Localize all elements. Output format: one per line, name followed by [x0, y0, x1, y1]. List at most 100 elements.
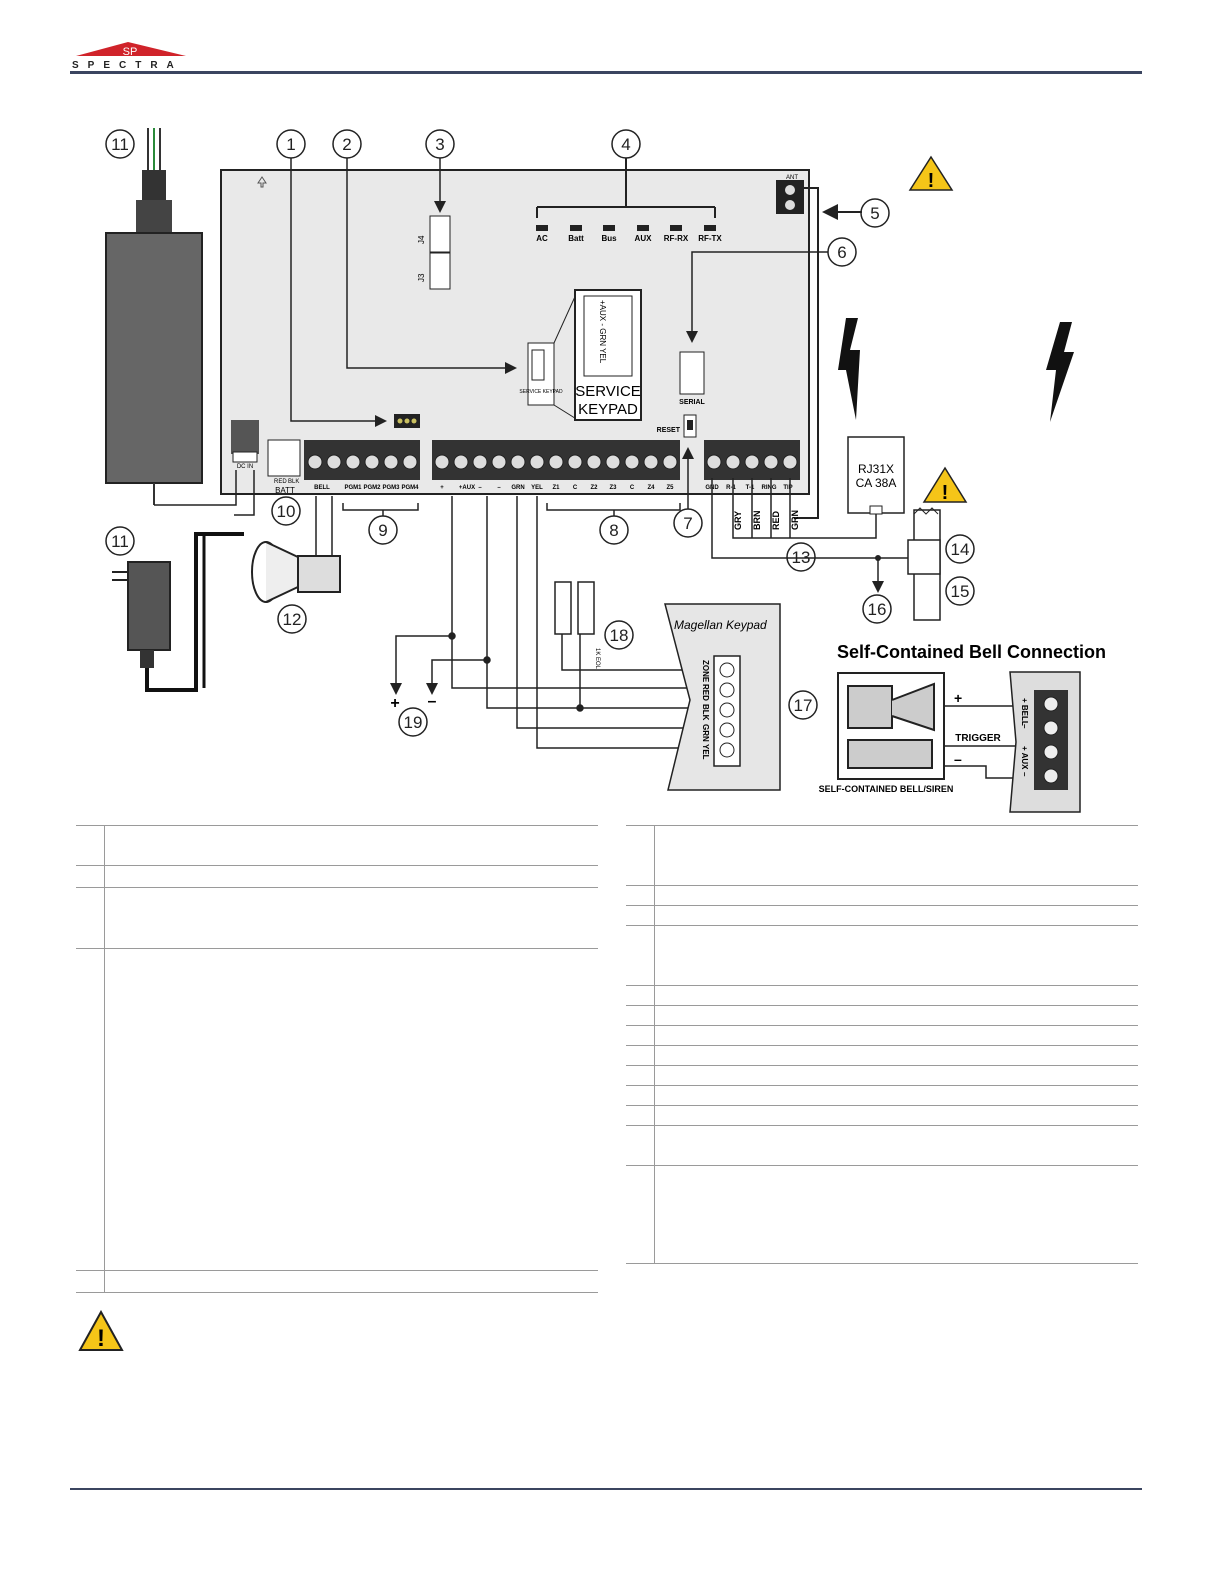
terminal-label: PGM1 — [344, 485, 362, 491]
eol-label: 1K EOL — [594, 648, 600, 670]
keypad-pin: YEL — [701, 744, 710, 760]
legend-table-right — [626, 825, 1138, 1264]
svg-text:!: ! — [942, 482, 949, 504]
keypad-pin: ZONE — [701, 660, 710, 683]
callout-11b: 11 — [111, 532, 129, 551]
terminal-label: Z1 — [552, 485, 560, 491]
batt-blk: BLK — [288, 479, 299, 485]
transformer — [105, 128, 203, 505]
keypad-pin: GRN — [701, 724, 710, 742]
warning-icon: ! — [908, 155, 954, 192]
terminal-label: RING — [762, 485, 777, 491]
battery-connector: RED BLK BATT — [267, 439, 301, 495]
terminal-label: BELL — [314, 485, 330, 491]
warning-icon: ! — [78, 1310, 124, 1352]
led-label: RF-RX — [664, 234, 689, 243]
self-contained-bell: Self-Contained Bell Connection SELF-CONT… — [819, 642, 1106, 813]
phone-wire: RED — [771, 510, 781, 530]
led-label: AUX — [635, 234, 653, 243]
bell-minus: – — [954, 751, 962, 767]
callout-17: 17 — [794, 696, 813, 715]
callout-10: 10 — [277, 502, 296, 521]
svg-text:!: ! — [928, 170, 935, 192]
terminal-label: Z2 — [590, 485, 598, 491]
phone-wire: GRN — [790, 510, 800, 530]
page-header: SP SPECTRA — [70, 42, 1142, 74]
phone-wire: BRN — [752, 511, 762, 531]
service-pins: +AUX - GRN YEL — [598, 300, 607, 364]
brackets — [342, 503, 681, 516]
footer-rule — [70, 1488, 1142, 1490]
keypad-pin: RED — [701, 684, 710, 701]
callout-14: 14 — [951, 540, 970, 559]
logo-mark: SP — [123, 46, 138, 58]
terminal-label: + — [440, 485, 444, 491]
header-rule — [70, 71, 1142, 74]
reset-label: RESET — [657, 427, 681, 434]
led-label: Bus — [601, 234, 617, 243]
bell-terminal: – — [1020, 724, 1029, 729]
plug-adapter — [112, 532, 244, 692]
terminal-label: T-1 — [746, 485, 755, 491]
bell-device-label: SELF-CONTAINED BELL/SIREN — [819, 784, 954, 794]
led-batt — [570, 225, 582, 231]
rj31x-label: RJ31X — [858, 462, 894, 476]
bell-plus: + — [954, 690, 962, 706]
terminal-label: Z3 — [609, 485, 617, 491]
led-aux — [637, 225, 649, 231]
led-label: Batt — [568, 234, 584, 243]
callout-6: 6 — [837, 243, 846, 262]
terminal-label: C — [573, 485, 578, 491]
spectra-logo: SP SPECTRA — [72, 42, 186, 71]
terminal-label: – — [478, 485, 482, 491]
service-small-label: SERVICE KEYPAD — [519, 389, 563, 395]
j4-label: J4 — [417, 235, 426, 244]
bell-section-title: Self-Contained Bell Connection — [837, 642, 1106, 662]
batt-label: BATT — [275, 486, 295, 495]
terminal-label: C — [630, 485, 635, 491]
phone-wire: GRY — [733, 511, 743, 530]
callout-3: 3 — [435, 135, 444, 154]
callout-7: 7 — [683, 514, 692, 533]
aux-minus: – — [428, 693, 437, 710]
service-keypad-line1: SERVICE — [575, 383, 641, 400]
led-label: AC — [536, 234, 548, 243]
terminal-label: TIP — [783, 485, 792, 491]
callout-19: 19 — [404, 713, 423, 732]
callout-8: 8 — [609, 521, 618, 540]
keypad-wiring — [390, 496, 690, 749]
callout-4: 4 — [621, 135, 630, 154]
callout-2: 2 — [342, 135, 351, 154]
terminal-label: YEL — [531, 485, 543, 491]
callout-9: 9 — [378, 521, 387, 540]
callout-15: 15 — [951, 582, 970, 601]
terminal-label: Z5 — [666, 485, 674, 491]
aux-plus: + — [390, 695, 399, 712]
terminal-label: PGM2 — [363, 485, 381, 491]
led-bus — [603, 225, 615, 231]
callout-18: 18 — [610, 626, 629, 645]
serial-label: SERIAL — [679, 399, 705, 406]
j-connectors: J4 J3 — [417, 215, 451, 290]
svg-text:!: ! — [97, 1325, 105, 1352]
bell-terminal: – — [1020, 772, 1029, 777]
ca38a-label: CA 38A — [856, 476, 897, 490]
terminal-blocks: BELL PGM1 PGM2 PGM3 PGM4 + +AUX – – GRN … — [304, 440, 800, 491]
callout-12: 12 — [283, 610, 302, 629]
siren — [251, 496, 341, 603]
lightning-icon — [838, 318, 860, 420]
callout-5: 5 — [870, 204, 879, 223]
ant-label: ANT — [786, 175, 798, 181]
callout-11: 11 — [111, 135, 129, 154]
logo-text: SPECTRA — [72, 60, 183, 71]
terminal-label: – — [497, 485, 501, 491]
terminal-label: PGM3 — [382, 485, 400, 491]
j3-label: J3 — [417, 273, 426, 282]
terminal-label: Z4 — [647, 485, 655, 491]
terminal-label: +AUX — [459, 485, 475, 491]
service-keypad-line2: KEYPAD — [578, 401, 638, 418]
magellan-keypad: Magellan Keypad ZONE RED BLK GRN YEL — [664, 603, 781, 791]
pin-header — [290, 158, 517, 428]
antenna-terminal: ANT — [776, 175, 862, 519]
led-ac — [536, 225, 548, 231]
